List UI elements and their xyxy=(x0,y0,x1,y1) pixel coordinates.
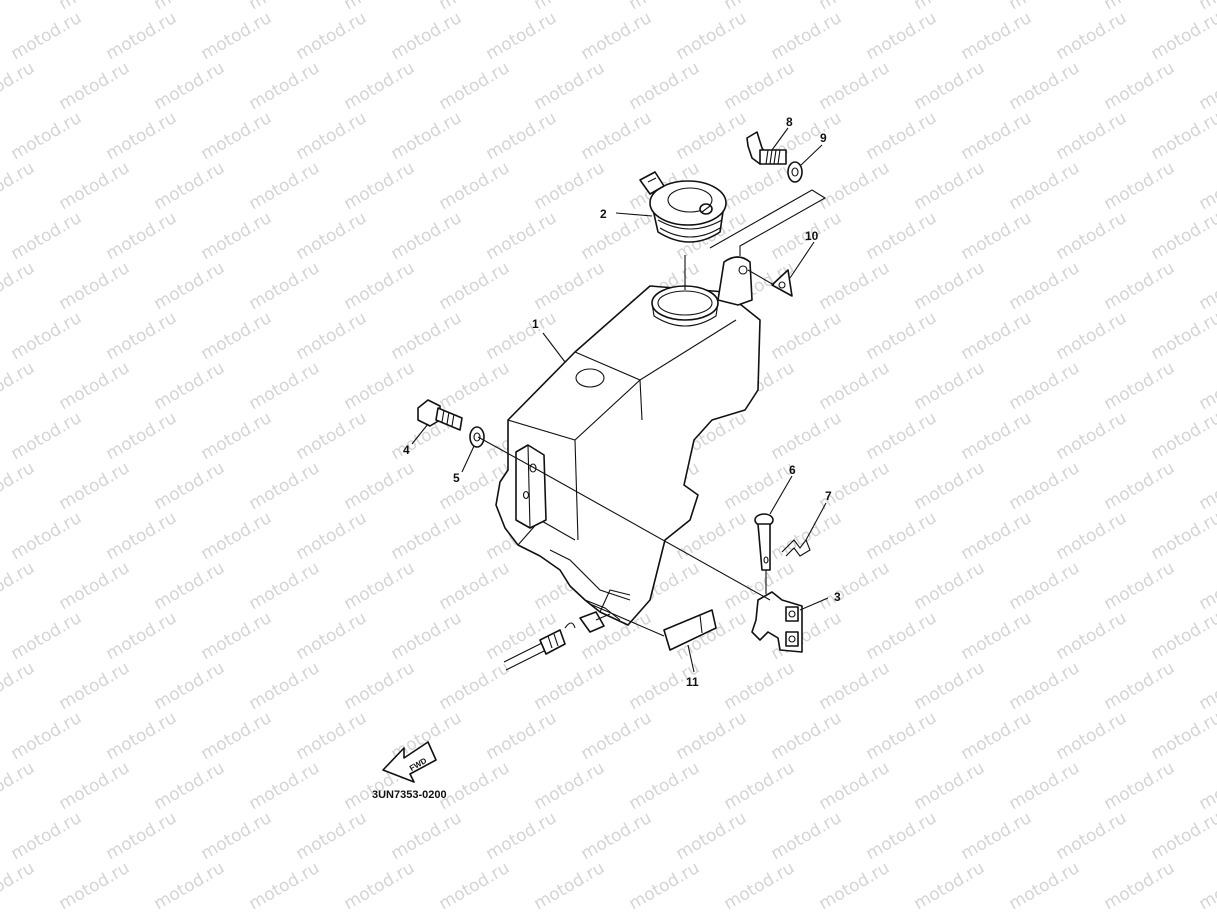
clip-7[interactable] xyxy=(781,538,811,557)
callout-1: 1 xyxy=(532,317,539,331)
callout-9: 9 xyxy=(820,131,827,145)
bolt-4[interactable] xyxy=(417,399,463,431)
fwd-arrow-icon: FWD xyxy=(382,741,437,783)
callout-leaders xyxy=(411,127,829,673)
callout-4: 4 xyxy=(403,443,410,457)
callout-3: 3 xyxy=(834,590,841,604)
callout-6: 6 xyxy=(789,463,796,477)
pin-6[interactable] xyxy=(754,513,774,571)
block-damper-11[interactable] xyxy=(663,609,717,651)
callout-8: 8 xyxy=(786,115,793,129)
damper-10[interactable] xyxy=(771,269,793,297)
washer-9[interactable] xyxy=(787,161,803,183)
assembly-lines xyxy=(477,189,827,637)
bracket-3[interactable] xyxy=(751,591,803,653)
wing-bolt[interactable] xyxy=(746,131,787,165)
callout-5: 5 xyxy=(453,471,460,485)
callout-7: 7 xyxy=(825,489,832,503)
callout-numbers: 1 2 3 4 5 6 7 8 9 10 11 xyxy=(403,115,841,689)
fuel-tank[interactable] xyxy=(495,256,761,626)
washer-5[interactable] xyxy=(469,426,485,448)
callout-10: 10 xyxy=(805,229,819,243)
fuel-cap[interactable] xyxy=(639,171,727,243)
callout-11: 11 xyxy=(686,675,699,689)
fuel-hose xyxy=(503,611,611,671)
callout-2: 2 xyxy=(600,207,607,221)
diagram-code: 3UN7353-0200 xyxy=(372,789,447,801)
